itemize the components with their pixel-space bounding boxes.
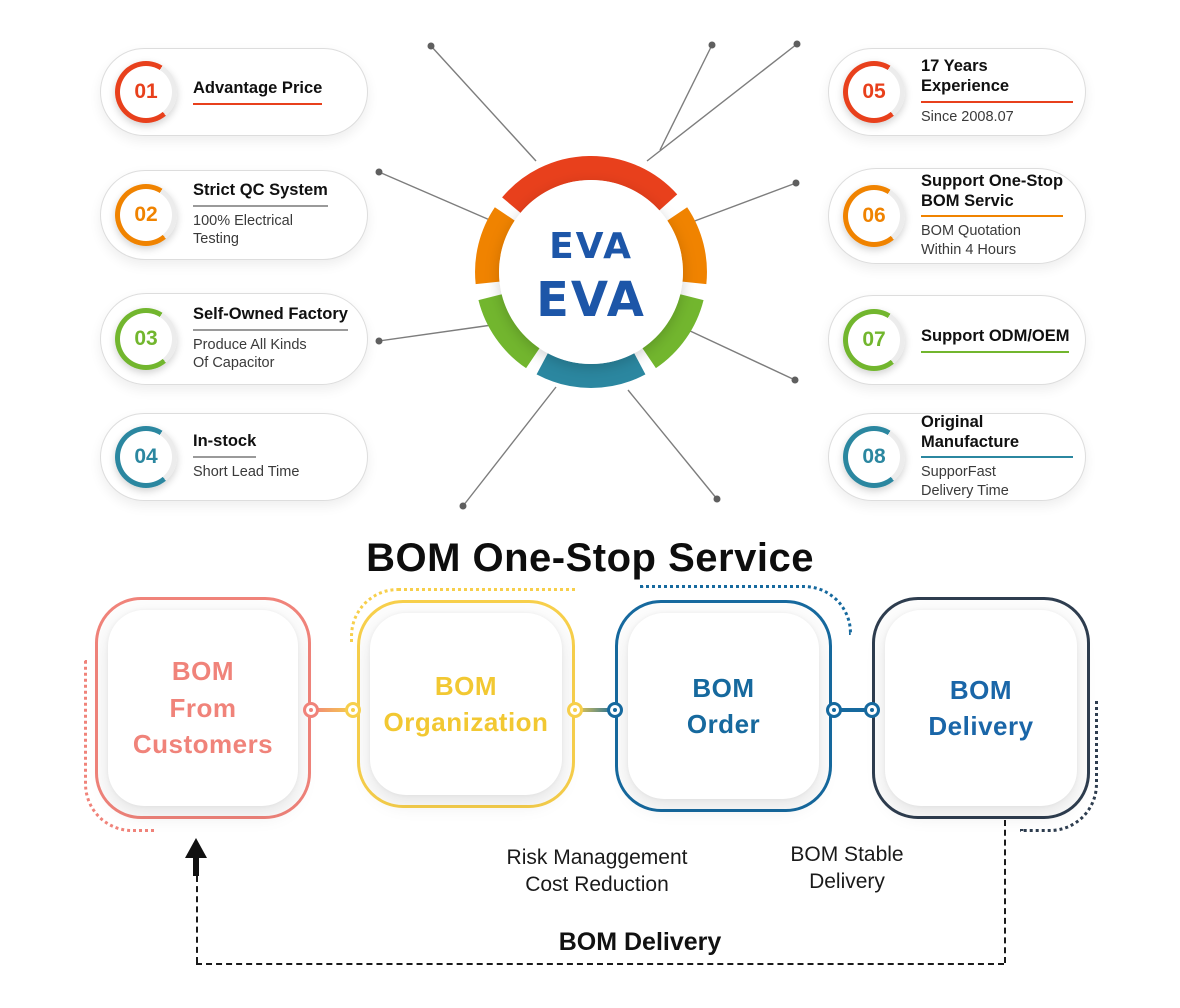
flow-step-bom-organization: BOM Organization: [357, 600, 575, 808]
connector-node: [567, 702, 583, 718]
flow-step-bom-order: BOM Order: [615, 600, 832, 812]
connector-line: [574, 708, 616, 712]
advantage-number-badge: 02: [115, 184, 177, 246]
return-path-label: BOM Delivery: [558, 928, 722, 956]
advantage-number-badge: 07: [843, 309, 905, 371]
advantage-desc: 100% Electrical Testing: [193, 212, 293, 248]
flow-step-card: BOM Delivery: [885, 610, 1077, 806]
flow-connector-2: [567, 702, 623, 718]
flow-step-label: BOM Organization: [383, 670, 549, 737]
flow-step-label: BOM From Customers: [132, 656, 274, 760]
advantage-desc: BOM Quotation Within 4 Hours: [921, 223, 1021, 259]
advantage-number-badge: 04: [115, 426, 177, 488]
advantage-number: 04: [134, 445, 158, 468]
center-logo: EVA EVA: [499, 180, 683, 364]
advantage-number: 02: [134, 203, 158, 226]
flow-step-card: BOM From Customers: [108, 610, 298, 806]
advantage-title: 17 Years Experience: [921, 57, 1073, 103]
flow-connector-1: [303, 702, 361, 718]
advantage-title: Original Manufacture: [921, 413, 1073, 459]
advantage-desc: SupporFast Delivery Time: [921, 464, 1009, 500]
advantage-card-01: 01 Advantage Price: [100, 48, 368, 136]
connector-lines: [375, 40, 801, 510]
flow-step-card: BOM Order: [628, 613, 819, 799]
connector-node: [303, 702, 319, 718]
advantage-title: Self-Owned Factory: [193, 305, 348, 331]
advantage-title: Strict QC System: [193, 181, 328, 207]
advantage-desc: Produce All Kinds Of Capacitor: [193, 336, 307, 372]
advantage-card-02: 02 Strict QC System 100% Electrical Testi…: [100, 170, 368, 260]
advantage-number-badge: 08: [843, 426, 905, 488]
advantage-number: 05: [862, 80, 886, 103]
note-risk-management: Risk Managgement Cost Reduction: [506, 846, 688, 897]
section-title: BOM One-Stop Service: [366, 536, 814, 580]
return-path-left: [196, 876, 198, 963]
advantage-desc: Since 2008.07: [921, 108, 1014, 125]
advantage-title: In-stock: [193, 432, 257, 458]
flow-step-label: BOM Order: [686, 672, 761, 739]
flow-connector-3: [826, 702, 880, 718]
connector-node: [345, 702, 361, 718]
flow-step-bom-from-customers: BOM From Customers: [95, 597, 311, 819]
return-path-bottom: [196, 963, 1004, 965]
connector-node: [826, 702, 842, 718]
advantage-title: Advantage Price: [193, 79, 323, 105]
flow-step-card: BOM Organization: [370, 613, 562, 795]
logo-ring: [475, 155, 707, 388]
connector-line: [833, 708, 873, 712]
advantage-number-badge: 01: [115, 61, 177, 123]
advantage-number: 06: [862, 204, 886, 227]
flow-step-bom-delivery: BOM Delivery: [872, 597, 1090, 819]
connector-node: [607, 702, 623, 718]
advantage-title: Support ODM/OEM: [921, 327, 1070, 353]
logo-mark-bottom: EVA: [536, 272, 646, 328]
advantage-card-07: 07 Support ODM/OEM: [828, 295, 1086, 385]
advantage-number: 01: [134, 80, 158, 103]
advantage-number: 03: [134, 327, 158, 350]
advantage-number-badge: 05: [843, 61, 905, 123]
advantage-title: Support One-Stop BOM Servic: [921, 172, 1064, 218]
advantage-number: 07: [862, 328, 886, 351]
logo-mark-top: EVA: [549, 226, 633, 267]
return-path-right: [1004, 820, 1006, 963]
flow-step-label: BOM Delivery: [928, 674, 1034, 741]
connector-line: [310, 708, 354, 712]
return-arrow-icon: [185, 838, 207, 858]
return-arrow-stem: [193, 856, 199, 876]
advantage-number-badge: 06: [843, 185, 905, 247]
advantage-number: 08: [862, 445, 886, 468]
connector-node: [864, 702, 880, 718]
advantage-desc: Short Lead Time: [193, 463, 300, 480]
advantage-number-badge: 03: [115, 308, 177, 370]
note-bom-stable-delivery: BOM Stable Delivery: [790, 843, 904, 894]
